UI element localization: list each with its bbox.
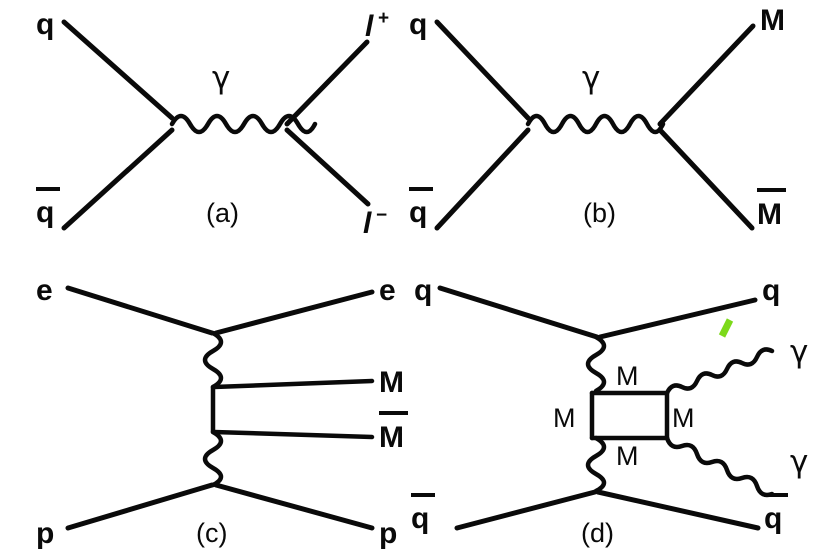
- label-lminus-out-a: l −: [363, 205, 387, 240]
- fermion-line-p-out-c: [213, 482, 375, 531]
- panel-d: q q q q M M M M γ γ (d): [411, 274, 808, 548]
- label-lplus-out-a: l +: [365, 8, 389, 43]
- label-box-M-left-d: M: [553, 403, 576, 433]
- label-q-out-d: q: [762, 274, 780, 307]
- fermion-line-lplus-out-a: [284, 39, 370, 127]
- label-qbar-in-d: q: [411, 493, 435, 535]
- label-gamma-out-d-upper: γ: [790, 334, 808, 370]
- panel-caption-a: (a): [206, 198, 239, 228]
- panel-b: q q γ M M (b): [409, 4, 786, 231]
- photon-outgoing-d-lower: [664, 435, 775, 498]
- label-p-out-c: p: [379, 517, 397, 550]
- label-lplus-sup: +: [378, 8, 389, 29]
- fermion-line-lminus-out-a: [284, 127, 371, 207]
- green-tick-mark-icon: [718, 318, 734, 338]
- fermion-line-qbar-out-d: [595, 489, 761, 531]
- label-Mbar-out-b: M: [757, 188, 786, 231]
- label-qbar-in-a: q: [36, 187, 60, 229]
- label-Mbar-out-c-text: M: [379, 421, 404, 454]
- photon-propagator-d-upper: [585, 334, 607, 394]
- label-gamma-out-d-lower: γ: [790, 444, 808, 480]
- fermion-line-p-in-c: [65, 482, 215, 531]
- fermion-line-q-in-b: [434, 19, 531, 121]
- fermion-line-e-out-c: [213, 289, 375, 336]
- label-lminus-sup: −: [376, 205, 387, 226]
- fermion-line-qbar-in-d: [454, 489, 598, 531]
- label-lplus-base: l: [365, 10, 374, 43]
- fermion-line-qbar-in-b: [434, 127, 531, 231]
- meson-box-loop-d: [589, 390, 670, 441]
- label-M-out-c: M: [379, 366, 404, 399]
- panel-c: e e M M p p (c): [36, 274, 408, 550]
- label-qbar-out-d: q: [764, 493, 788, 535]
- label-box-M-right-d: M: [672, 403, 695, 433]
- fermion-line-M-out-b: [657, 23, 756, 127]
- label-q-in-a: q: [36, 8, 54, 41]
- label-qbar-in-b-text: q: [409, 196, 427, 229]
- fermion-line-q-in-d: [437, 285, 600, 340]
- label-gamma-b: γ: [582, 60, 600, 96]
- label-Mbar-out-b-text: M: [757, 198, 782, 231]
- label-box-M-bottom-d: M: [616, 441, 639, 471]
- fermion-line-q-in-a: [61, 19, 175, 121]
- panel-a: q q γ l + l − (a): [36, 8, 389, 240]
- label-q-in-d: q: [414, 274, 432, 307]
- label-qbar-in-d-text: q: [411, 502, 429, 535]
- label-q-in-b: q: [409, 8, 427, 41]
- label-lminus-base: l: [363, 207, 372, 240]
- fermion-line-Mbar-out-b: [657, 127, 755, 231]
- fermion-line-q-out-d: [597, 297, 758, 340]
- panel-caption-d: (d): [581, 518, 614, 548]
- photon-propagator-c-upper: [202, 330, 224, 390]
- fermion-line-e-in-c: [65, 285, 215, 336]
- label-qbar-out-d-text: q: [764, 502, 782, 535]
- label-Mbar-out-c: M: [379, 411, 408, 454]
- label-e-in-c: e: [36, 274, 53, 307]
- photon-propagator-c-lower: [202, 429, 224, 488]
- label-e-out-c: e: [379, 274, 396, 307]
- meson-line-Mbar-out-c: [211, 429, 375, 440]
- label-gamma-a: γ: [212, 60, 230, 96]
- photon-propagator-d-lower: [585, 435, 607, 494]
- photon-outgoing-d-upper: [664, 347, 775, 396]
- label-qbar-in-b: q: [409, 187, 433, 229]
- fermion-line-qbar-in-a: [61, 127, 175, 231]
- label-qbar-in-a-text: q: [36, 196, 54, 229]
- photon-propagator-b: [525, 113, 666, 135]
- label-p-in-c: p: [36, 517, 54, 550]
- panel-caption-b: (b): [583, 198, 616, 228]
- meson-line-M-out-c: [211, 378, 375, 390]
- label-M-out-b: M: [760, 4, 785, 37]
- panel-caption-c: (c): [196, 518, 227, 548]
- label-box-M-top-d: M: [616, 361, 639, 391]
